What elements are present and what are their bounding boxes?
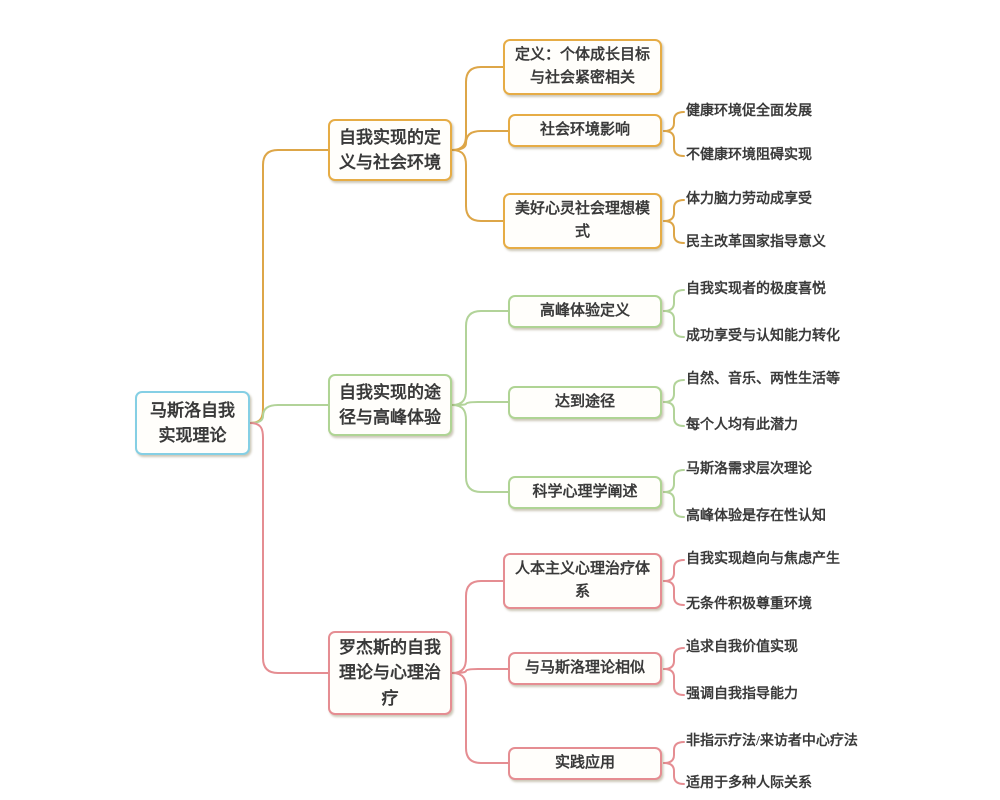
connector-b2-sub2 [451, 401, 509, 406]
connector-b3-sub1 [451, 580, 504, 674]
connector-b2s1-leaf1 [663, 289, 685, 312]
sub-node-social-env[interactable]: 社会环境影响 [508, 114, 662, 147]
leaf-node[interactable]: 不健康环境阻碍实现 [686, 148, 812, 163]
connector-b1-sub3 [451, 149, 504, 222]
sub-node-humanistic-therapy[interactable]: 人本主义心理治疗体系 [503, 553, 662, 609]
sub-node-scientific[interactable]: 科学心理学阐述 [508, 476, 662, 509]
connector-b1s2-leaf1 [663, 111, 685, 132]
sub-node-practice[interactable]: 实践应用 [508, 747, 662, 780]
connector-b3s2-leaf1 [663, 647, 685, 670]
connector-b1-sub2 [451, 130, 509, 151]
sub-node-peak-definition[interactable]: 高峰体验定义 [508, 295, 662, 328]
leaf-node[interactable]: 每个人均有此潜力 [686, 418, 798, 433]
leaf-node[interactable]: 马斯洛需求层次理论 [686, 462, 812, 477]
connector-b3s2-leaf2 [663, 668, 685, 696]
leaf-node[interactable]: 适用于多种人际关系 [686, 776, 812, 791]
branch-node-1[interactable]: 自我实现的定义与社会环境 [328, 119, 452, 181]
connector-b2s2-leaf2 [663, 401, 685, 427]
leaf-node[interactable]: 自我实现者的极度喜悦 [686, 282, 826, 297]
connector-b2s3-leaf2 [663, 491, 685, 518]
connector-b2-sub3 [451, 404, 509, 493]
connector-root-branch3 [249, 422, 329, 674]
branch-node-3[interactable]: 罗杰斯的自我理论与心理治疗 [328, 631, 452, 715]
connector-b2s3-leaf1 [663, 469, 685, 493]
leaf-node[interactable]: 无条件积极尊重环境 [686, 597, 812, 612]
connector-b1s2-leaf2 [663, 130, 685, 157]
sub-node-ideal-society[interactable]: 美好心灵社会理想模式 [503, 193, 662, 249]
connector-b2-sub1 [451, 310, 509, 406]
leaf-node[interactable]: 自我实现趋向与焦虑产生 [686, 552, 840, 567]
leaf-node[interactable]: 追求自我价值实现 [686, 640, 798, 655]
sub-node-paths[interactable]: 达到途径 [508, 386, 662, 419]
sub-node-similar-maslow[interactable]: 与马斯洛理论相似 [508, 652, 662, 685]
connector-b3s1-leaf2 [663, 580, 685, 606]
leaf-node[interactable]: 成功享受与认知能力转化 [686, 329, 840, 344]
connector-b3s1-leaf1 [663, 559, 685, 582]
connector-b3-sub3 [451, 672, 509, 764]
root-node[interactable]: 马斯洛自我实现理论 [135, 391, 250, 455]
connector-b3-sub2 [451, 668, 509, 674]
leaf-node[interactable]: 健康环境促全面发展 [686, 104, 812, 119]
leaf-node[interactable]: 强调自我指导能力 [686, 687, 798, 702]
connector-b1s3-leaf2 [663, 220, 685, 244]
sub-node-definition[interactable]: 定义：个体成长目标与社会紧密相关 [503, 39, 662, 95]
connector-b1-sub1 [451, 66, 504, 151]
connector-root-branch2 [249, 404, 329, 424]
leaf-node[interactable]: 民主改革国家指导意义 [686, 235, 826, 250]
connector-root-branch1 [249, 149, 329, 424]
connector-b3s3-leaf1 [663, 741, 685, 764]
leaf-node[interactable]: 高峰体验是存在性认知 [686, 509, 826, 524]
branch-node-2[interactable]: 自我实现的途径与高峰体验 [328, 374, 452, 436]
leaf-node[interactable]: 自然、音乐、两性生活等 [686, 372, 840, 387]
connector-b3s3-leaf2 [663, 762, 685, 785]
connector-b1s3-leaf1 [663, 199, 685, 222]
leaf-node[interactable]: 体力脑力劳动成享受 [686, 192, 812, 207]
connector-b2s1-leaf2 [663, 310, 685, 338]
connector-b2s2-leaf1 [663, 379, 685, 403]
leaf-node[interactable]: 非指示疗法/来访者中心疗法 [686, 734, 858, 749]
